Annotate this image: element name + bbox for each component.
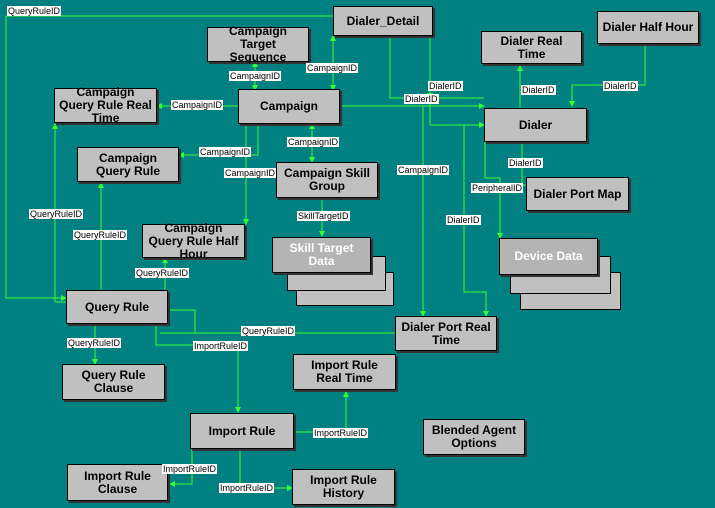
key-label-queryruleid: QueryRuleID xyxy=(67,338,122,348)
key-label-dialerid: DialerID xyxy=(428,81,463,91)
key-label-campaignid: CampaignID xyxy=(306,63,359,73)
entity-dialer-detail[interactable]: Dialer_Detail xyxy=(333,6,433,36)
entity-campaign-target-sequence[interactable]: Campaign Target Sequence xyxy=(207,25,309,64)
key-label-dialerid: DialerID xyxy=(404,94,439,104)
entity-import-rule-clause[interactable]: Import Rule Clause xyxy=(67,464,168,501)
key-label-campaignid: CampaignID xyxy=(171,100,224,110)
key-label-dialerid: DialerID xyxy=(508,158,543,168)
key-label-queryruleid: QueryRuleID xyxy=(241,326,296,336)
key-label-queryruleid: QueryRuleID xyxy=(135,268,190,278)
entity-dialer-real-time[interactable]: Dialer Real Time xyxy=(481,31,582,64)
entity-campaign[interactable]: Campaign xyxy=(238,89,340,124)
key-label-skilltargetid: SkillTargetID xyxy=(297,211,350,221)
entity-dialer[interactable]: Dialer xyxy=(484,108,587,142)
key-label-importruleid: ImportRuleID xyxy=(162,464,218,474)
key-label-importruleid: ImportRuleID xyxy=(313,428,369,438)
entity-blended-agent-options[interactable]: Blended Agent Options xyxy=(423,419,525,455)
key-label-peripheralid: PeripheralID xyxy=(471,183,524,193)
entity-skill-target-data[interactable]: Skill Target Data xyxy=(272,237,371,273)
entity-query-rule-clause[interactable]: Query Rule Clause xyxy=(62,364,165,400)
entity-campaign-query-rule[interactable]: Campaign Query Rule xyxy=(77,147,179,182)
entity-device-data[interactable]: Device Data xyxy=(499,238,598,275)
key-label-campaignid: CampaignID xyxy=(287,137,340,147)
entity-dialer-port-map[interactable]: Dialer Port Map xyxy=(526,177,629,211)
key-label-queryruleid: QueryRuleID xyxy=(7,6,62,16)
entity-import-rule-history[interactable]: Import Rule History xyxy=(292,469,395,505)
entity-dialer-half-hour[interactable]: Dialer Half Hour xyxy=(597,11,699,44)
entity-import-rule[interactable]: Import Rule xyxy=(190,413,294,449)
key-label-importruleid: ImportRuleID xyxy=(219,483,275,493)
key-label-campaignid: CampaignID xyxy=(224,168,277,178)
key-label-campaignid: CampaignID xyxy=(397,165,450,175)
entity-dialer-port-real-time[interactable]: Dialer Port Real Time xyxy=(395,316,497,351)
key-label-dialerid: DialerID xyxy=(603,81,638,91)
key-label-importruleid: ImportRuleID xyxy=(193,341,249,351)
key-label-campaignid: CampaignID xyxy=(199,147,252,157)
entity-campaign-skill-group[interactable]: Campaign Skill Group xyxy=(276,162,378,198)
entity-campaign-query-rule-half-hour[interactable]: Campaign Query Rule Half Hour xyxy=(142,221,245,260)
entity-import-rule-real-time[interactable]: Import Rule Real Time xyxy=(293,354,396,390)
key-label-queryruleid: QueryRuleID xyxy=(73,230,128,240)
key-label-dialerid: DialerID xyxy=(446,215,481,225)
key-label-campaignid: CampaignID xyxy=(229,71,282,81)
entity-campaign-query-rule-real-time[interactable]: Campaign Query Rule Real Time xyxy=(54,86,157,125)
key-label-queryruleid: QueryRuleID xyxy=(29,209,84,219)
key-label-dialerid: DialerID xyxy=(521,85,556,95)
entity-query-rule[interactable]: Query Rule xyxy=(66,290,168,324)
